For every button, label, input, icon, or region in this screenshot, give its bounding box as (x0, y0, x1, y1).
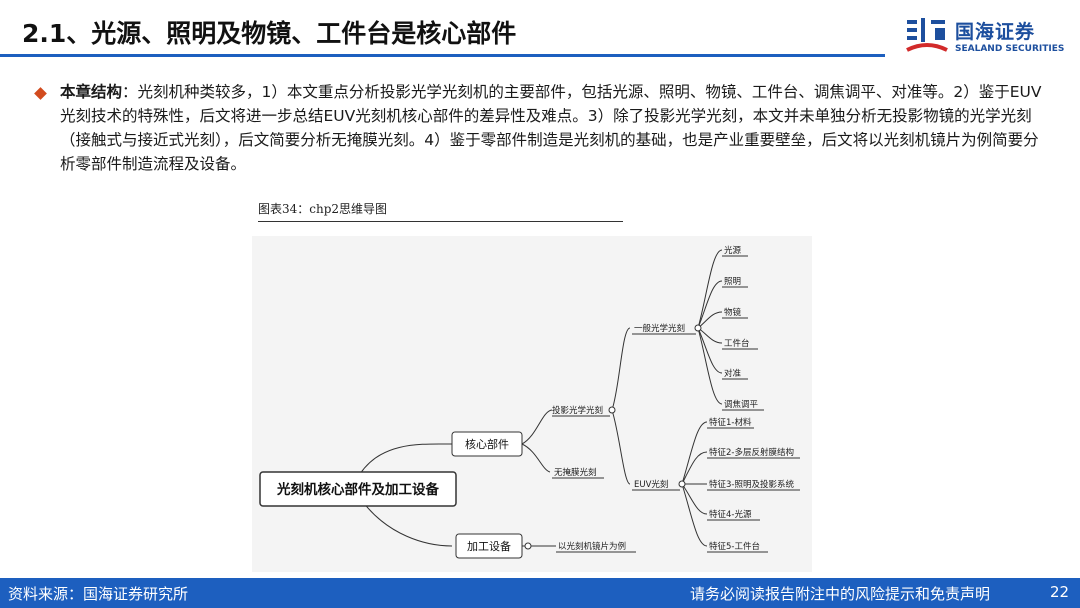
slide-title: 2.1、光源、照明及物镜、工件台是核心部件 (22, 19, 517, 48)
title-rule (0, 54, 885, 57)
figure-caption-rule (258, 221, 623, 222)
footer-bar: 资料来源：国海证券研究所 请务必阅读报告附注中的风险提示和免责声明 22 (0, 578, 1080, 608)
mindmap-euv-item: 特征4-光源 (709, 509, 752, 520)
bullet-diamond-icon (34, 87, 47, 100)
chapter-structure-text: 本章结构：光刻机种类较多，1）本文重点分析投影光学光刻机的主要部件，包括光源、照… (60, 80, 1050, 176)
brand-logo: 国海证券 SEALAND SECURITIES (905, 16, 1065, 60)
mindmap-process-node (455, 533, 523, 559)
mindmap-process-label: 加工设备 (467, 539, 511, 553)
mindmap-general-item: 工件台 (724, 338, 750, 349)
mindmap-general-item: 物镜 (724, 307, 742, 318)
chapter-structure-label: 本章结构 (60, 83, 123, 101)
mindmap-diagram: 光刻机核心部件及加工设备 核心部件 加工设备 以光刻机镜片为例 投影光学光刻 无… (252, 236, 812, 572)
mindmap-euv-item: 特征1-材料 (709, 417, 752, 428)
mindmap-root-label: 光刻机核心部件及加工设备 (276, 481, 439, 498)
mindmap-euv: EUV光刻 (634, 479, 668, 490)
mindmap-svg: 光刻机核心部件及加工设备 核心部件 加工设备 以光刻机镜片为例 投影光学光刻 无… (259, 245, 800, 559)
sealand-logo-icon (906, 18, 948, 52)
mindmap-process-child: 以光刻机镜片为例 (558, 541, 626, 552)
mindmap-maskless: 无掩膜光刻 (554, 467, 597, 478)
chapter-structure-body: ：光刻机种类较多，1）本文重点分析投影光学光刻机的主要部件，包括光源、照明、物镜… (60, 83, 1042, 173)
mindmap-general-item: 照明 (724, 277, 741, 287)
footer-disclaimer: 请务必阅读报告附注中的风险提示和免责声明 (690, 585, 991, 603)
mindmap-general: 一般光学光刻 (634, 323, 685, 334)
logo-name-cn: 国海证券 (955, 21, 1036, 43)
footer-page-number: 22 (1050, 583, 1070, 601)
mindmap-core-node (451, 431, 523, 457)
mindmap-general-item: 对准 (724, 368, 742, 379)
mindmap-core-label: 核心部件 (465, 437, 509, 451)
logo-name-en: SEALAND SECURITIES (955, 44, 1065, 54)
figure-caption: 图表34：chp2思维导图 (258, 202, 388, 216)
mindmap-euv-item: 特征2-多层反射膜结构 (709, 447, 794, 458)
mindmap-projection: 投影光学光刻 (552, 405, 603, 416)
mindmap-root-node (259, 471, 457, 507)
mindmap-euv-item: 特征5-工件台 (709, 541, 760, 552)
mindmap-euv-item: 特征3-照明及投影系统 (709, 479, 794, 490)
mindmap-general-item: 光源 (724, 245, 742, 256)
footer-source: 资料来源：国海证券研究所 (8, 585, 189, 603)
mindmap-general-item: 调焦调平 (724, 399, 759, 410)
